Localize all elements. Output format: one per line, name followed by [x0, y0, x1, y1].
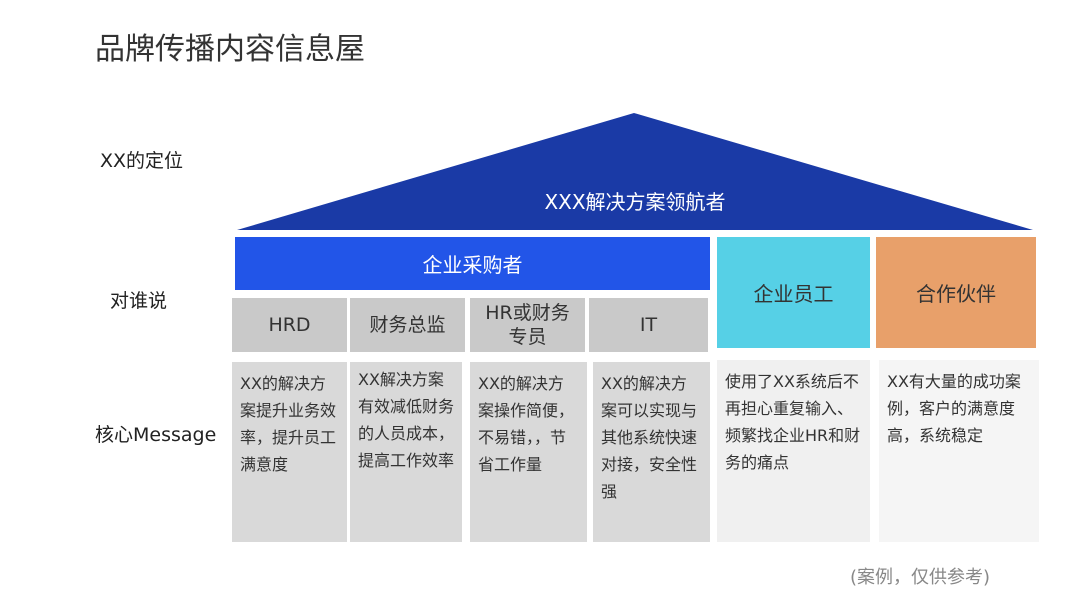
- role-cfo: 财务总监: [350, 298, 465, 352]
- audience-enterprise-buyer: 企业采购者: [235, 237, 710, 290]
- message-employee: 使用了XX系统后不再担心重复输入、频繁找企业HR和财务的痛点: [717, 360, 870, 542]
- audience-partner: 合作伙伴: [876, 237, 1036, 348]
- role-hr-finance: HR或财务专员: [470, 298, 585, 352]
- role-it: IT: [589, 298, 708, 352]
- message-cfo: XX解决方案有效减低财务的人员成本，提高工作效率: [350, 362, 462, 542]
- message-hrd: XX的解决方案提升业务效率，提升员工满意度: [232, 362, 347, 542]
- roof-text: XXX解决方案领航者: [544, 190, 726, 214]
- roof-triangle: [237, 113, 1033, 230]
- row-label-positioning: XX的定位: [100, 150, 184, 172]
- message-it: XX的解决方案可以实现与其他系统快速对接，安全性强: [593, 362, 710, 542]
- message-partner: XX有大量的成功案例，客户的满意度高，系统稳定: [879, 360, 1039, 542]
- row-label-message: 核心Message: [95, 424, 217, 446]
- audience-employee: 企业员工: [717, 237, 870, 348]
- footnote: (案例，仅供参考): [850, 567, 991, 588]
- role-hrd: HRD: [232, 298, 347, 352]
- message-hr-finance: XX的解决方案操作简便，不易错，，节省工作量: [470, 362, 587, 542]
- row-label-audience: 对谁说: [110, 290, 168, 312]
- page-title: 品牌传播内容信息屋: [95, 32, 365, 67]
